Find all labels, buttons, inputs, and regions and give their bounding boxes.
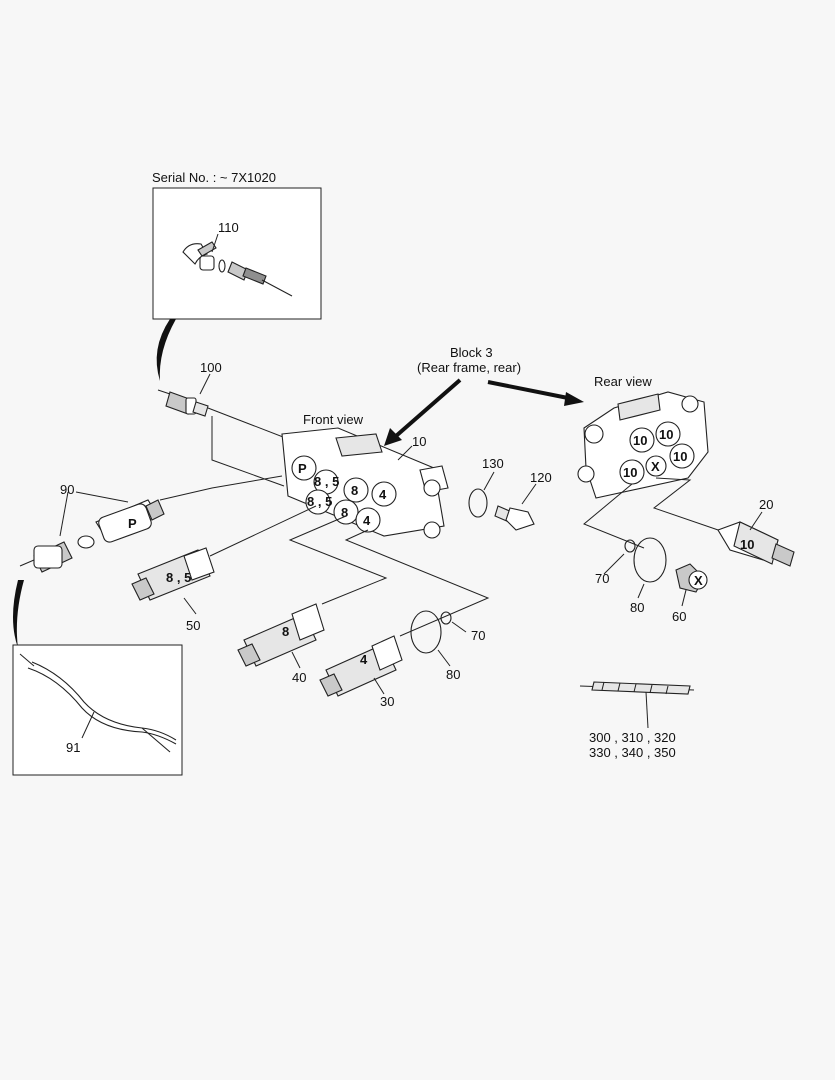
callout-90: 90 <box>60 482 74 497</box>
serial-note: Serial No. : ~ 7X1020 <box>152 170 276 185</box>
leader-60 <box>681 589 687 607</box>
sensor-40 <box>237 603 325 667</box>
arrow-to-front-block <box>394 378 462 438</box>
label-block3-location: (Rear frame, rear) <box>417 360 521 375</box>
flow-line-rear-left <box>583 483 645 549</box>
leader-90a <box>59 491 69 537</box>
elbow-fitting-110 <box>182 241 293 297</box>
sensor-mark-90: P <box>128 516 137 531</box>
leader-130 <box>483 471 495 491</box>
rear-port-x: X <box>651 459 660 474</box>
serial-inset-box <box>152 187 322 320</box>
leader-bolts <box>645 691 649 729</box>
callout-100: 100 <box>200 360 222 375</box>
label-rear-view: Rear view <box>594 374 652 389</box>
callout-80-front: 80 <box>446 667 460 682</box>
o-ring-80-rear <box>633 537 667 583</box>
front-port-4b: 4 <box>363 513 371 528</box>
front-valve-block <box>281 427 449 539</box>
sensor-mark-30: 4 <box>360 652 368 667</box>
rear-port-10c: 10 <box>623 465 637 480</box>
callout-bolts-line1: 300 , 310 , 320 <box>589 730 676 745</box>
o-ring-80-front <box>410 610 442 654</box>
leader-120 <box>521 483 537 505</box>
flow-line-rear-right <box>652 477 725 533</box>
front-port-8a: 8 <box>351 483 358 498</box>
sensor-20 <box>717 521 795 567</box>
callout-70-rear: 70 <box>595 571 609 586</box>
front-port-4a: 4 <box>379 487 387 502</box>
port-p <box>291 455 317 481</box>
plug-60 <box>675 563 708 593</box>
front-port-85a: 8 , 5 <box>314 474 339 489</box>
callout-60: 60 <box>672 609 686 624</box>
rear-port-10a: 10 <box>633 433 647 448</box>
leader-100 <box>199 373 211 395</box>
callout-20: 20 <box>759 497 773 512</box>
leader-50 <box>183 597 197 615</box>
rear-port-10b: 10 <box>659 427 673 442</box>
leader-40 <box>291 651 301 669</box>
rear-port-10d: 10 <box>673 449 687 464</box>
flow-line-90 <box>159 475 283 501</box>
leader-90b <box>75 491 129 503</box>
o-ring-130 <box>468 488 488 518</box>
leader-80a <box>437 649 451 667</box>
flow-line-50 <box>209 505 317 557</box>
sensor-30 <box>319 635 403 697</box>
sensor-mark-60: X <box>694 573 703 588</box>
leader-20 <box>749 511 763 531</box>
plug-120 <box>494 505 535 531</box>
bolt-assembly <box>579 681 695 695</box>
callout-30: 30 <box>380 694 394 709</box>
sensor-mark-40: 8 <box>282 624 289 639</box>
sensor-mark-50: 8 , 5 <box>166 570 191 585</box>
leader-70a <box>451 621 467 633</box>
leader-80b <box>637 583 645 599</box>
rear-valve-block <box>577 391 709 499</box>
inset-pointer-top <box>156 319 176 381</box>
leader-110 <box>211 233 219 253</box>
sensor-90 <box>19 499 165 573</box>
front-port-p: P <box>298 461 307 476</box>
flow-line-100b <box>211 416 285 487</box>
inset-pointer-bottom <box>13 580 24 648</box>
leader-70b <box>603 553 625 575</box>
callout-50: 50 <box>186 618 200 633</box>
callout-10: 10 <box>412 434 426 449</box>
o-ring-70-rear <box>624 539 636 553</box>
callout-130: 130 <box>482 456 504 471</box>
leader-10 <box>397 445 413 461</box>
flow-line-30 <box>344 529 490 637</box>
callout-bolts-line2: 330 , 340 , 350 <box>589 745 676 760</box>
fitting-100 <box>157 389 209 417</box>
front-port-85b: 8 , 5 <box>307 494 332 509</box>
leader-30 <box>373 677 385 695</box>
callout-120: 120 <box>530 470 552 485</box>
front-port-8b: 8 <box>341 505 348 520</box>
arrow-to-rear-block <box>487 380 569 400</box>
flow-line-100 <box>207 407 297 443</box>
callout-40: 40 <box>292 670 306 685</box>
label-front-view: Front view <box>303 412 364 427</box>
callout-110: 110 <box>218 220 239 235</box>
label-block3: Block 3 <box>450 345 493 360</box>
callout-80-rear: 80 <box>630 600 644 615</box>
leader-91 <box>81 711 95 739</box>
sensor-mark-20: 10 <box>740 537 754 552</box>
sensor-50 <box>131 547 215 601</box>
harness-91 <box>19 653 177 753</box>
callout-91: 91 <box>66 740 80 755</box>
callout-70-front: 70 <box>471 628 485 643</box>
flow-line-40 <box>288 515 388 605</box>
